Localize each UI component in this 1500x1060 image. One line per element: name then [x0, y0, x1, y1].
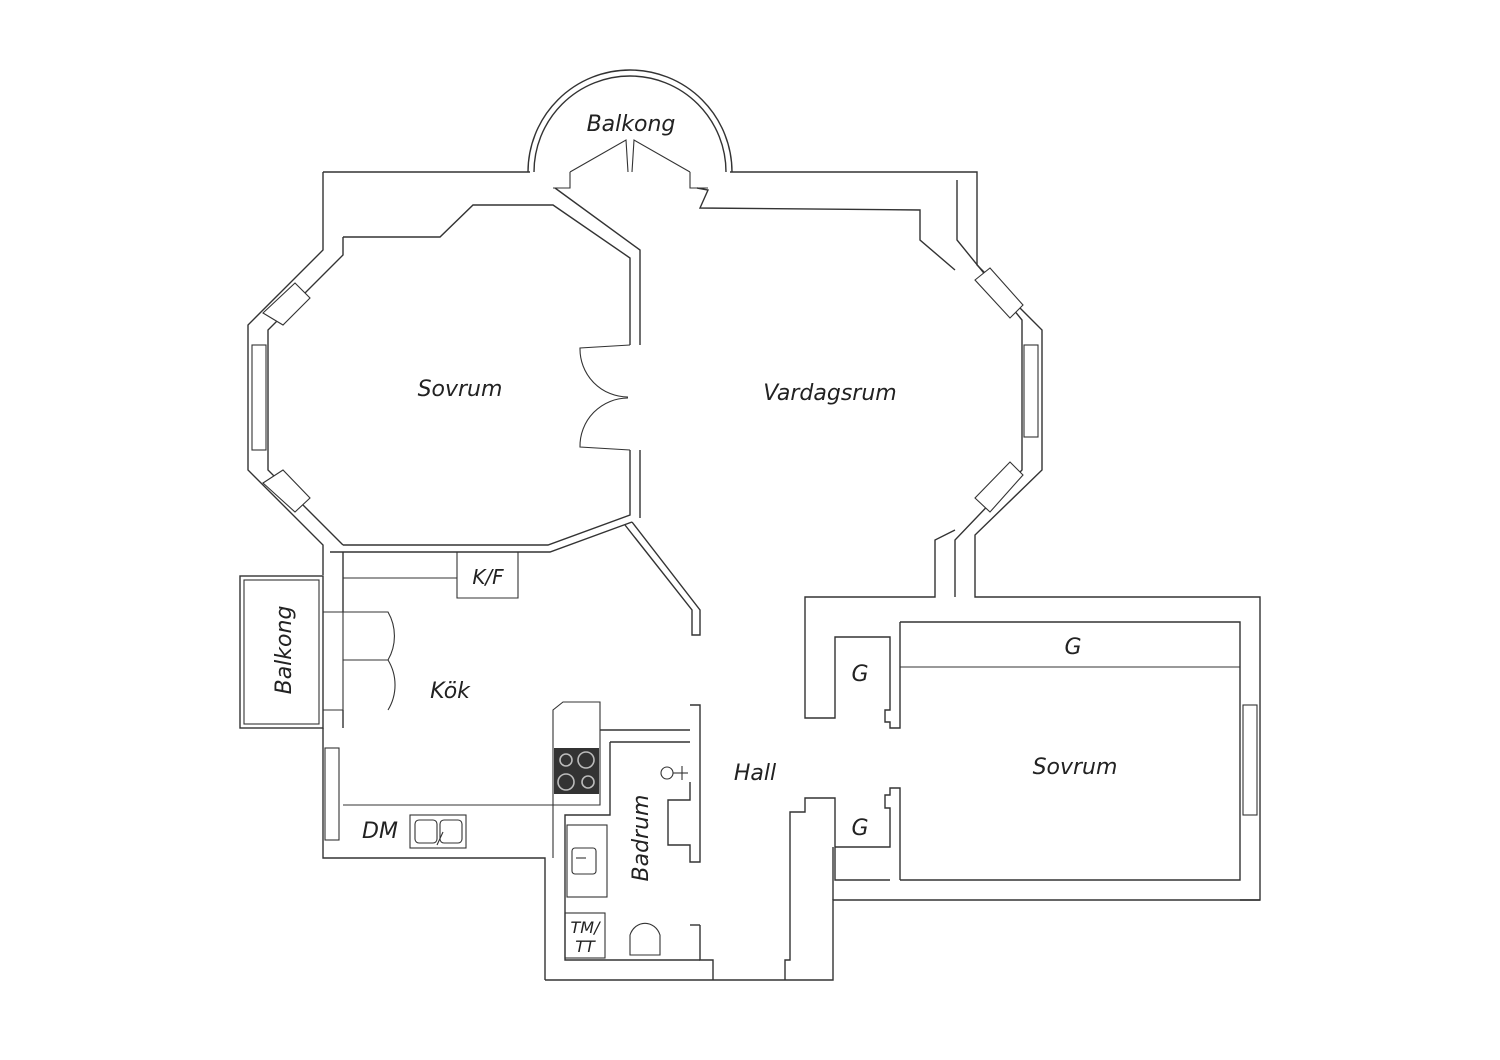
balcony-top-label: Balkong — [587, 112, 676, 137]
dm-label: DM — [362, 819, 398, 844]
washbasin-icon — [566, 824, 608, 898]
bathroom-label: Badrum — [629, 795, 654, 882]
balcony-left: Balkong — [239, 575, 324, 729]
kitchen-sink-icon — [409, 814, 467, 849]
outer-walls — [247, 171, 1261, 981]
bedroom-2: G Sovrum — [900, 621, 1241, 881]
tmtt-label-line1: TM/ — [571, 918, 602, 937]
bedroom-1: Sovrum — [330, 187, 641, 553]
kitchen: K/F Kök DM — [323, 552, 601, 858]
hallway: Hall — [734, 761, 890, 980]
windows-right — [324, 267, 1258, 841]
living-room-label: Vardagsrum — [763, 381, 896, 406]
closet-hall-2-label: G — [851, 816, 868, 841]
tmtt-label-line2: TT — [575, 937, 596, 956]
toilet-icon — [629, 922, 661, 956]
hall-label: Hall — [734, 761, 776, 786]
shower-icon — [660, 766, 688, 780]
bathroom: Badrum TM/ TT — [564, 704, 714, 980]
kf-label: K/F — [472, 565, 504, 589]
balcony-left-label: Balkong — [272, 606, 297, 695]
living-room: Vardagsrum — [624, 187, 956, 719]
bedroom-1-label: Sovrum — [418, 377, 503, 402]
kitchen-label: Kök — [430, 679, 471, 704]
windows-left — [251, 282, 311, 513]
balcony-top: Balkong — [527, 69, 733, 189]
bedroom-2-label: Sovrum — [1033, 755, 1118, 780]
closet-hall-1-label: G — [851, 662, 868, 687]
closet-bedroom-2-label: G — [1064, 635, 1081, 660]
hall-closets: G G — [834, 622, 901, 880]
